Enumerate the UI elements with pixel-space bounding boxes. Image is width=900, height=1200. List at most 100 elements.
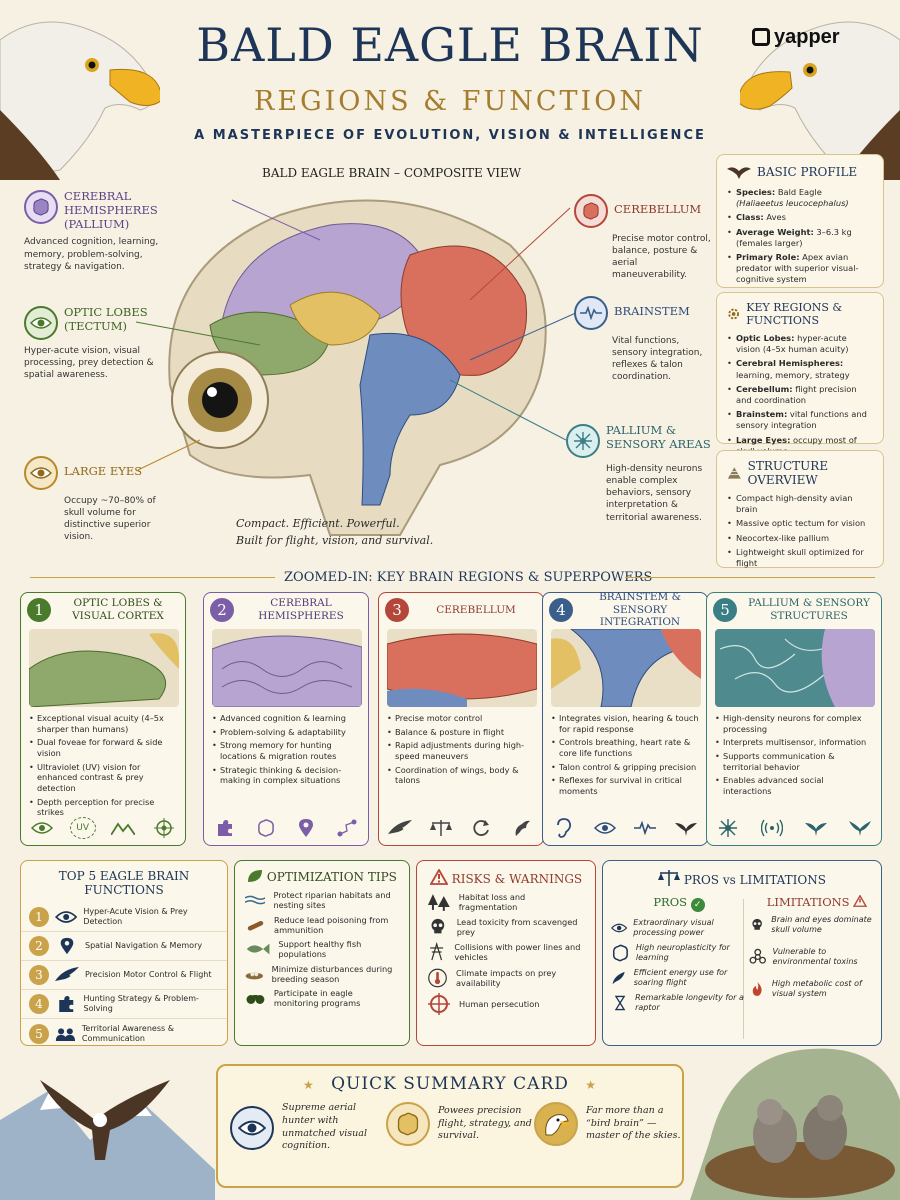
balance-icon <box>428 817 454 839</box>
tip-text: Participate in eagle monitoring programs <box>273 988 361 1009</box>
risk-text: Collisions with power lines and vehicles <box>454 941 581 962</box>
region-card-cerebral-hemispheres: 2 CEREBRAL HEMISPHERES Advanced cognitio… <box>203 592 369 846</box>
function-row: 1 Hyper-Acute Vision & Prey Detection <box>21 903 227 932</box>
trees-icon <box>427 894 450 912</box>
list-item: Rapid adjustments during high-speed mane… <box>387 740 535 761</box>
limit-text: Vulnerable to environmental toxins <box>772 947 858 966</box>
panel-title: OPTIMIZATION TIPS <box>266 870 397 884</box>
balance-icon <box>658 870 681 886</box>
list-item: Reflexes for survival in critical moment… <box>551 775 699 796</box>
label-cerebellum: CEREBELLUM Precise motor control, balanc… <box>574 194 714 282</box>
panel-title: RISKS & WARNINGS <box>451 872 583 886</box>
brain-icon <box>386 1102 430 1146</box>
risks-warnings-panel: RISKS & WARNINGS Habitat loss and fragme… <box>416 860 596 1046</box>
ear-icon <box>551 817 577 839</box>
label-desc: Occupy ~70–80% of skull volume for disti… <box>64 496 156 543</box>
eye-icon <box>230 1105 274 1150</box>
card-title: OPTIC LOBES & VISUAL CORTEX <box>72 597 164 622</box>
label-large-eyes: LARGE EYES Occupy ~70–80% of skull volum… <box>24 456 174 544</box>
label-desc: Vital functions, sensory integration, re… <box>612 336 703 383</box>
summary-text: Far more than a “bird brain” — master of… <box>586 1104 681 1142</box>
key-regions-box: KEY REGIONS & FUNCTIONS Optic Lobes: hyp… <box>716 292 884 456</box>
list-item: Compact high-density avian brain <box>727 493 873 515</box>
wing-icon <box>55 967 79 981</box>
pro-row: Remarkable longevity for a raptor <box>611 993 747 1013</box>
pro-row: High neuroplasticity for learning <box>611 943 747 963</box>
nest-icon <box>245 971 263 980</box>
skull-icon <box>431 918 445 934</box>
target-icon <box>151 817 177 839</box>
function-number: 1 <box>29 907 49 927</box>
logo-text: yapper <box>774 26 840 48</box>
limitations-column: LIMITATIONS Brain and eyes dominate skul… <box>749 894 885 1004</box>
leaf-icon <box>248 870 263 882</box>
cerebral-closeup-image <box>212 629 362 707</box>
list-item: Problem-solving & adaptability <box>212 727 360 738</box>
skull-icon <box>752 918 762 930</box>
limit-row: Brain and eyes dominate skull volume <box>749 915 885 935</box>
risk-row: Collisions with power lines and vehicles <box>427 941 585 963</box>
pulse-icon <box>632 817 658 839</box>
feather-icon <box>612 971 625 985</box>
label-desc: Hyper-acute vision, visual processing, p… <box>24 346 154 381</box>
biohazard-icon <box>749 948 766 964</box>
nest-eaglets-image <box>690 1048 900 1200</box>
eagle-icon <box>847 817 873 839</box>
warning-icon <box>853 894 868 907</box>
pyramid-icon <box>727 467 741 479</box>
neuron-icon <box>715 817 741 839</box>
warning-icon <box>429 868 449 885</box>
label-title: LARGE EYES <box>64 464 143 478</box>
list-item: Lightweight skull optimized for flight <box>727 547 873 569</box>
list-item: Balance & posture in flight <box>387 727 535 738</box>
star-icon: ★ <box>585 1078 598 1092</box>
function-text: Hyper-Acute Vision & Prey Detection <box>83 907 188 926</box>
list-item: Ultraviolet (UV) vision for enhanced con… <box>29 762 177 794</box>
eagle-head-left-image <box>0 21 160 180</box>
limit-row: High metabolic cost of visual system <box>749 979 885 999</box>
eye-icon <box>24 456 58 490</box>
summary-item: Far more than a “bird brain” — master of… <box>534 1102 682 1146</box>
tip-text: Protect riparian habitats and nesting si… <box>273 890 391 911</box>
function-number: 5 <box>29 1023 49 1044</box>
side-title: BASIC PROFILE <box>757 165 858 179</box>
limit-text: Brain and eyes dominate skull volume <box>771 915 872 934</box>
card-title: CEREBRAL HEMISPHERES <box>258 597 344 622</box>
side-title: STRUCTURE OVERVIEW <box>747 459 829 487</box>
tip-text: Reduce lead poisoning from ammunition <box>274 914 389 935</box>
top-functions-panel: TOP 5 EAGLE BRAIN FUNCTIONS 1 Hyper-Acut… <box>20 860 228 1046</box>
limit-row: Vulnerable to environmental toxins <box>749 947 885 967</box>
risk-row: Human persecution <box>427 993 585 1015</box>
cerebellum-icon <box>574 194 608 228</box>
pro-row: Efficient energy use for soaring flight <box>611 968 747 988</box>
panel-title-row: RISKS & WARNINGS <box>417 861 595 886</box>
region-card-optic-lobes: 1 OPTIC LOBES & VISUAL CORTEX Exceptiona… <box>20 592 186 846</box>
region-card-pallium: 5 PALLIUM & SENSORY STRUCTURES High-dens… <box>706 592 882 846</box>
leader-lines <box>135 199 579 471</box>
zoomed-section-title: ZOOMED-IN: KEY BRAIN REGIONS & SUPERPOWE… <box>284 570 653 585</box>
summary-item: Supreme aerial hunter with unmatched vis… <box>230 1102 378 1153</box>
list-item: Cerebral Hemispheres: learning, memory, … <box>727 358 873 380</box>
pro-text: High neuroplasticity for learning <box>635 943 730 962</box>
structure-overview-header: STRUCTURE OVERVIEW <box>727 459 873 487</box>
map-pin-icon <box>60 937 74 955</box>
wing-icon <box>387 817 413 839</box>
list-item: Neocortex-like pallium <box>727 533 873 544</box>
check-circle-icon: ✓ <box>690 898 705 912</box>
summary-title-row: ★ QUICK SUMMARY CARD ★ <box>218 1074 682 1094</box>
label-title: PALLIUM & SENSORY AREAS <box>606 423 711 451</box>
list-item: Average Weight: 3–6.3 kg (females larger… <box>727 227 873 249</box>
card-number: 5 <box>713 598 737 622</box>
brain-illustration <box>168 199 547 536</box>
gear-brain-icon <box>728 308 739 320</box>
talon-icon <box>509 817 535 839</box>
map-pin-icon <box>293 817 319 839</box>
list-item: Depth perception for precise strikes <box>29 797 177 818</box>
summary-title: QUICK SUMMARY CARD <box>331 1074 569 1094</box>
summary-text: Powees precision flight, strategy, and s… <box>438 1104 532 1142</box>
quick-summary-card: ★ QUICK SUMMARY CARD ★ Supreme aerial hu… <box>216 1064 684 1188</box>
label-optic-lobes: OPTIC LOBES (TECTUM) Hyper-acute vision,… <box>24 305 174 381</box>
region-card-brainstem: 4 BRAINSTEM & SENSORY INTEGRATION Integr… <box>542 591 708 846</box>
basic-profile-header: BASIC PROFILE <box>727 163 873 181</box>
mountain-icon <box>110 817 136 839</box>
